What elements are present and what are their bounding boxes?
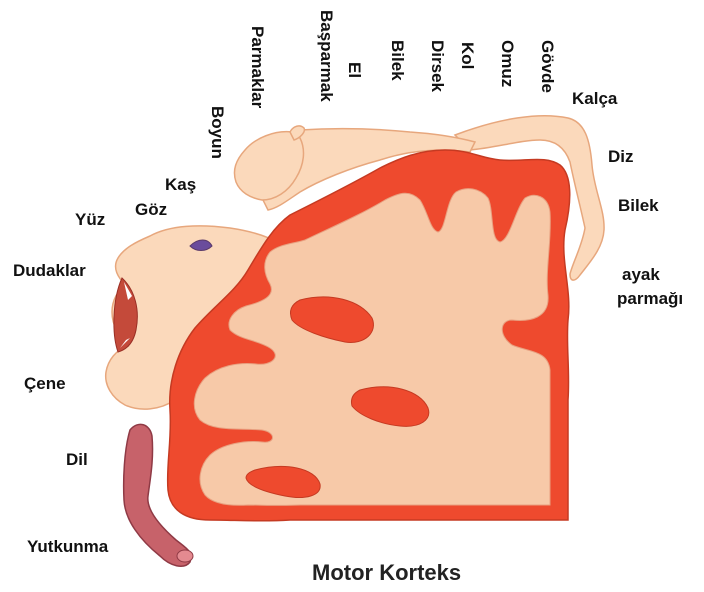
label-goz: Göz xyxy=(135,201,167,219)
label-bilek-top: Bilek xyxy=(388,40,406,81)
label-cene: Çene xyxy=(24,375,66,393)
label-dil: Dil xyxy=(66,451,88,469)
label-el: El xyxy=(345,62,363,78)
label-bilek-right: Bilek xyxy=(618,197,659,215)
label-boyun: Boyun xyxy=(208,106,226,159)
label-kalca: Kalça xyxy=(572,90,617,108)
label-dudaklar: Dudaklar xyxy=(13,262,86,280)
label-parmaklar: Parmaklar xyxy=(248,26,266,108)
label-ayak: ayak xyxy=(622,266,660,284)
label-kas: Kaş xyxy=(165,176,196,194)
label-yutkunma: Yutkunma xyxy=(27,538,108,556)
diagram-title: Motor Korteks xyxy=(312,560,461,586)
label-govde: Gövde xyxy=(538,40,556,93)
label-basparmak: Başparmak xyxy=(317,10,335,102)
label-diz: Diz xyxy=(608,148,634,166)
label-parmagi: parmağı xyxy=(617,290,683,308)
label-omuz: Omuz xyxy=(498,40,516,87)
label-dirsek: Dirsek xyxy=(428,40,446,92)
label-yuz: Yüz xyxy=(75,211,105,229)
label-kol: Kol xyxy=(458,42,476,69)
